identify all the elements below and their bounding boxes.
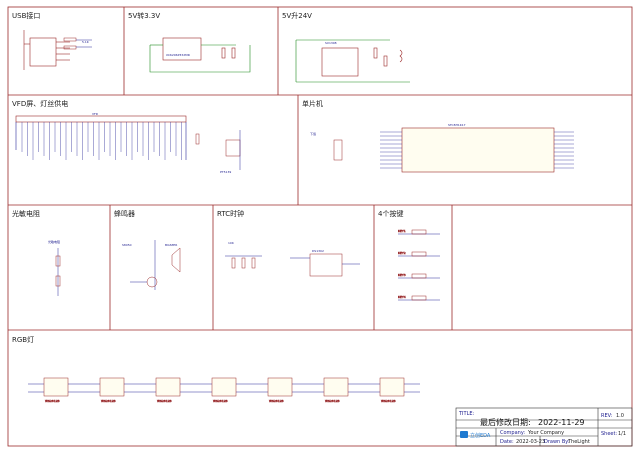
rtc-pullup-label: 10K xyxy=(228,241,235,245)
key-label-3: KEY3 xyxy=(398,273,406,277)
title-block-rev: 1.0 xyxy=(616,413,624,419)
download-label: 下载 xyxy=(310,131,316,136)
filament-driver-label: PT5139 xyxy=(220,170,231,174)
ldo-regulator xyxy=(149,37,251,73)
usb-note: 5.1K xyxy=(82,40,90,44)
rtc-part: DS1302 xyxy=(312,249,324,253)
vfd-filament-driver xyxy=(195,130,241,170)
key-label-4: KEY4 xyxy=(398,295,406,299)
rgb-led-3 xyxy=(155,377,181,397)
mcu-chip xyxy=(401,127,555,173)
title-block-company: Your Company xyxy=(527,430,564,436)
sheet-border xyxy=(7,6,633,447)
title-block xyxy=(455,407,633,447)
section-title-buzzer: 蜂鸣器 xyxy=(114,209,135,218)
usb-resistors xyxy=(63,37,92,50)
rgb-led-part-6: WS2812B xyxy=(325,399,340,403)
title-block-rev-label: REV: xyxy=(601,413,613,419)
boost-converter xyxy=(295,39,410,83)
title-block-date: 2022-03-23 xyxy=(516,439,545,445)
ldr-label: 光敏电阻 xyxy=(48,239,60,244)
buzzer-circuit xyxy=(130,240,181,290)
mcu-download-header xyxy=(333,139,343,161)
title-block-title-label: TITLE: xyxy=(458,411,475,417)
key-label-1: KEY1 xyxy=(398,229,406,233)
mcu-part: STC8H1K17 xyxy=(448,123,466,127)
title-block-sheet: 1/1 xyxy=(618,431,626,437)
title-block-drawn-by: TheLight xyxy=(567,439,590,445)
ldr-circuit xyxy=(55,248,61,296)
rgb-led-part-1: WS2812B xyxy=(45,399,60,403)
rgb-led-2 xyxy=(99,377,125,397)
key-label-2: KEY2 xyxy=(398,251,406,255)
boost-label: SX1308 xyxy=(325,41,337,45)
lceda-logo: 立创EDA xyxy=(460,431,491,439)
buzzer-driver-label: S8050 xyxy=(122,243,132,247)
section-grid xyxy=(8,7,632,331)
svg-text:立创EDA: 立创EDA xyxy=(470,432,491,439)
buzzer-part: BUZZER xyxy=(165,243,177,247)
section-title-rtc: RTC时钟 xyxy=(217,209,244,218)
mcu-pin-lines xyxy=(380,131,574,169)
section-title-5v-3v3: 5V转3.3V xyxy=(128,11,160,20)
rgb-led-4 xyxy=(211,377,237,397)
section-title-mcu: 单片机 xyxy=(302,99,323,108)
rgb-led-part-3: WS2812B xyxy=(157,399,172,403)
section-title-5v-24v: 5V升24V xyxy=(282,11,312,20)
vfd-display xyxy=(15,115,187,160)
rtc-circuit xyxy=(225,253,360,277)
rgb-led-part-7: WS2812B xyxy=(381,399,396,403)
title-block-sheet-label: Sheet: xyxy=(601,431,617,437)
section-title-ldr: 光敏电阻 xyxy=(12,209,40,218)
ldo-label: XC6206P332MR xyxy=(166,53,190,57)
title-block-last-modified-date: 2022-11-29 xyxy=(538,418,585,427)
rgb-led-part-4: WS2812B xyxy=(213,399,228,403)
title-block-last-modified-label: 最后修改日期: xyxy=(480,417,531,427)
key-switch-4 xyxy=(411,295,427,301)
key-switch-3 xyxy=(411,273,427,279)
rgb-led-part-5: WS2812B xyxy=(269,399,284,403)
rgb-led-5 xyxy=(267,377,293,397)
usb-connector xyxy=(23,30,70,70)
rgb-led-6 xyxy=(323,377,349,397)
section-title-keys: 4个按键 xyxy=(378,209,403,218)
title-block-drawn-label: Drawn By: xyxy=(544,439,570,445)
title-block-company-label: Company: xyxy=(500,430,525,436)
rgb-led-1 xyxy=(43,377,69,397)
title-block-date-label: Date: xyxy=(500,439,514,445)
key-switch-2 xyxy=(411,251,427,257)
section-title-rgb: RGB灯 xyxy=(12,335,34,344)
vfd-pin-lines xyxy=(21,122,182,160)
rgb-led-7 xyxy=(379,377,405,397)
rgb-led-chain: WS2812B WS2812B WS2812B WS2812B WS2812B WS281… xyxy=(43,377,405,403)
key-switch-1 xyxy=(411,229,427,235)
section-title-vfd: VFD屏、灯丝供电 xyxy=(12,99,68,108)
vfd-model: VFD xyxy=(92,112,99,116)
rgb-led-part-2: WS2812B xyxy=(101,399,116,403)
section-title-usb: USB接口 xyxy=(12,11,40,20)
